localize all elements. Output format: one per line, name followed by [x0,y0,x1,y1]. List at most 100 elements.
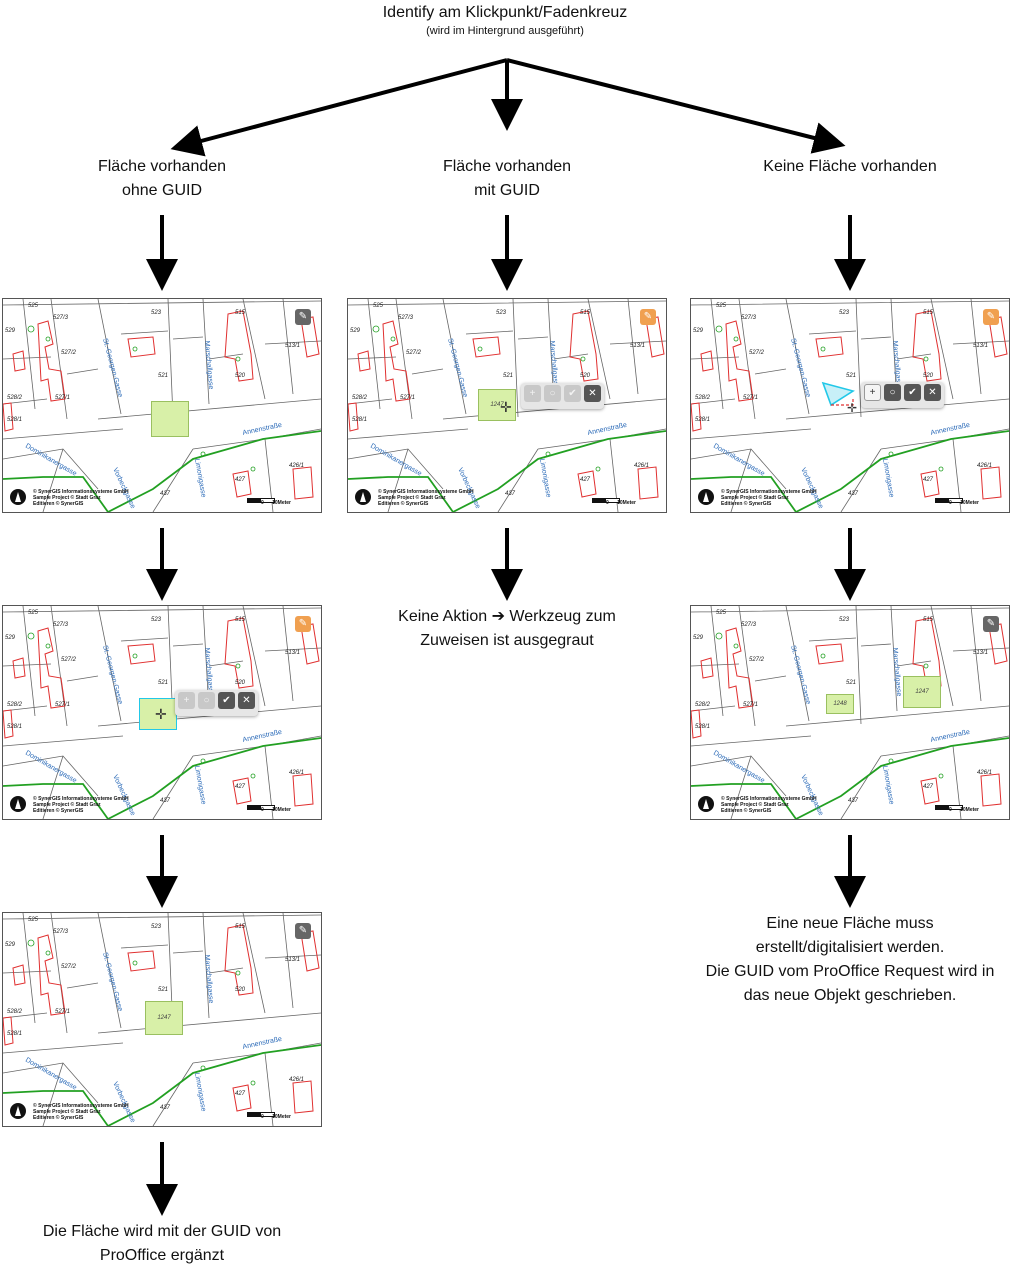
map-right-2[interactable]: 523 525 527/3 527/2 527/1 521 520 513/1 … [690,605,1010,820]
area-without-guid[interactable] [151,401,189,437]
copyright-line3: Editieren © SynerGIS [721,501,772,507]
parcel-label-515: 515 [580,310,591,316]
parcel-label-520: 520 [235,987,246,993]
parcel-label-427: 427 [923,477,934,483]
map-copyright: © SynerGIS Informationssysteme GmbH Samp… [721,489,817,507]
scale-label: 0 10Meter [949,807,979,813]
parcel-label-528-1: 528/1 [352,417,367,423]
street-label-limonigasse: Limonigasse [538,458,552,498]
scale-bar [247,805,275,810]
scale-bar [935,805,963,810]
map-left-1[interactable]: 523 525 527/3 527/2 527/1 521 520 513/1 … [2,298,322,513]
parcel-label-426-1: 426/1 [977,463,992,469]
parcel-label-529: 529 [693,635,704,641]
add-vertex-icon[interactable]: + [178,692,195,709]
parcel-label-527-2: 527/2 [61,964,77,970]
middle-result-line1: Keine Aktion ➔ Werkzeug zum [370,605,644,629]
parcel-label-523: 523 [151,924,162,930]
parcel-label-513-1: 513/1 [630,343,645,349]
scale-zero: 0 [260,500,264,506]
existing-area[interactable]: 1247 [903,676,941,708]
map-canvas[interactable]: 523 525 527/3 527/2 527/1 521 520 513/1 … [3,299,321,512]
add-vertex-icon[interactable]: + [524,385,541,402]
parcel-label-523: 523 [151,310,162,316]
parcel-label-426-1: 426/1 [977,770,992,776]
map-left-2[interactable]: 523 525 527/3 527/2 527/1 521 520 513/1 … [2,605,322,820]
circle-tool-icon[interactable]: ○ [544,385,561,402]
parcel-label-527-1: 527/1 [55,702,70,708]
map-canvas[interactable]: 523 525 527/3 527/2 527/1 521 520 513/1 … [348,299,666,512]
scale-zero: 0 [605,500,609,506]
circle-tool-icon[interactable]: ○ [198,692,215,709]
north-arrow-icon [698,796,714,812]
parcel-label-520: 520 [235,680,246,686]
check-icon[interactable]: ✔ [564,385,581,402]
parcel-label-529: 529 [693,328,704,334]
area-with-guid[interactable]: 1247 [478,389,516,421]
check-icon[interactable]: ✔ [904,384,921,401]
pencil-sparkle-icon[interactable]: ✎ [295,923,311,939]
pencil-sparkle-icon[interactable]: ✎ [983,616,999,632]
pencil-sparkle-icon[interactable]: ✎ [983,309,999,325]
parcel-label-528-2: 528/2 [695,395,711,401]
parcel-label-521: 521 [846,373,856,379]
scale-label: 0 10Meter [261,500,291,506]
edit-toolbar: + ○ ✔ ✕ [861,382,944,408]
circle-tool-icon[interactable]: ○ [884,384,901,401]
map-canvas[interactable]: 523 525 527/3 527/2 527/1 521 520 513/1 … [691,299,1009,512]
scale-unit: 10Meter [960,500,979,506]
parcel-label-426-1: 426/1 [289,770,304,776]
scale-bar [592,498,620,503]
parcel-label-437: 437 [848,798,859,804]
copyright-line2: Sample Project © Stadt Graz [721,802,789,808]
parcel-label-525: 525 [373,303,384,309]
branch-left-line1: Fläche vorhanden [97,158,227,175]
close-icon[interactable]: ✕ [584,385,601,402]
parcel-label-437: 437 [160,491,171,497]
parcel-label-427: 427 [580,477,591,483]
district-boundary [348,430,666,512]
parcel-label-426-1: 426/1 [289,1077,304,1083]
map-canvas[interactable]: 523 525 527/3 527/2 527/1 521 520 513/1 … [3,606,321,819]
arrow-to-right-branch [506,58,846,154]
street-label-marschall: Marschallgasse [203,341,214,390]
copyright-line1: © SynerGIS Informationssysteme GmbH [721,489,817,495]
parcel-boundaries [3,913,321,1126]
branch-middle-label: Fläche vorhanden mit GUID [407,155,607,203]
close-icon[interactable]: ✕ [924,384,941,401]
map-right-1[interactable]: 523 525 527/3 527/2 527/1 521 520 513/1 … [690,298,1010,513]
map-canvas[interactable]: 523 525 527/3 527/2 527/1 521 520 513/1 … [691,606,1009,819]
crosshair-icon: ✛ [500,399,512,415]
copyright-line3: Editieren © SynerGIS [33,808,84,814]
parcel-label-513-1: 513/1 [285,343,300,349]
branch-right-label: Keine Fläche vorhanden [730,155,970,179]
pencil-sparkle-icon[interactable]: ✎ [640,309,656,325]
new-area[interactable]: 1248 [826,694,854,714]
pencil-sparkle-icon[interactable]: ✎ [295,309,311,325]
map-middle-1[interactable]: 523 525 527/3 527/2 527/1 521 520 513/1 … [347,298,667,513]
arrow-to-left-branch [170,58,508,157]
crosshair-icon: ✛ [155,706,167,722]
parcel-label-527-2: 527/2 [61,350,77,356]
street-label-dominikaner: Dominikanergasse [369,443,423,478]
parcel-label-521: 521 [158,987,168,993]
branch-middle-line2: mit GUID [474,182,540,199]
scale-unit: 10Meter [617,500,636,506]
check-icon[interactable]: ✔ [218,692,235,709]
right-result-line1: Eine neue Fläche muss [766,915,934,932]
add-vertex-icon[interactable]: + [864,384,881,401]
left-result-line1: Die Fläche wird mit der GUID von [42,1223,282,1240]
parcel-label-529: 529 [5,942,16,948]
area-with-new-guid[interactable]: 1247 [145,1001,183,1035]
district-boundary [691,737,1009,819]
street-label-marschall: Marschallgasse [203,648,214,697]
pencil-sparkle-icon[interactable]: ✎ [295,616,311,632]
selected-area[interactable] [139,698,177,730]
tree-symbols [27,632,256,779]
map-left-3[interactable]: 523 525 527/3 527/2 527/1 521 520 513/1 … [2,912,322,1127]
map-canvas[interactable]: 523 525 527/3 527/2 527/1 521 520 513/1 … [3,913,321,1126]
street-label-limonigasse: Limonigasse [193,1072,207,1112]
tree-symbols [715,632,944,779]
close-icon[interactable]: ✕ [238,692,255,709]
parcel-label-527-1: 527/1 [743,702,758,708]
